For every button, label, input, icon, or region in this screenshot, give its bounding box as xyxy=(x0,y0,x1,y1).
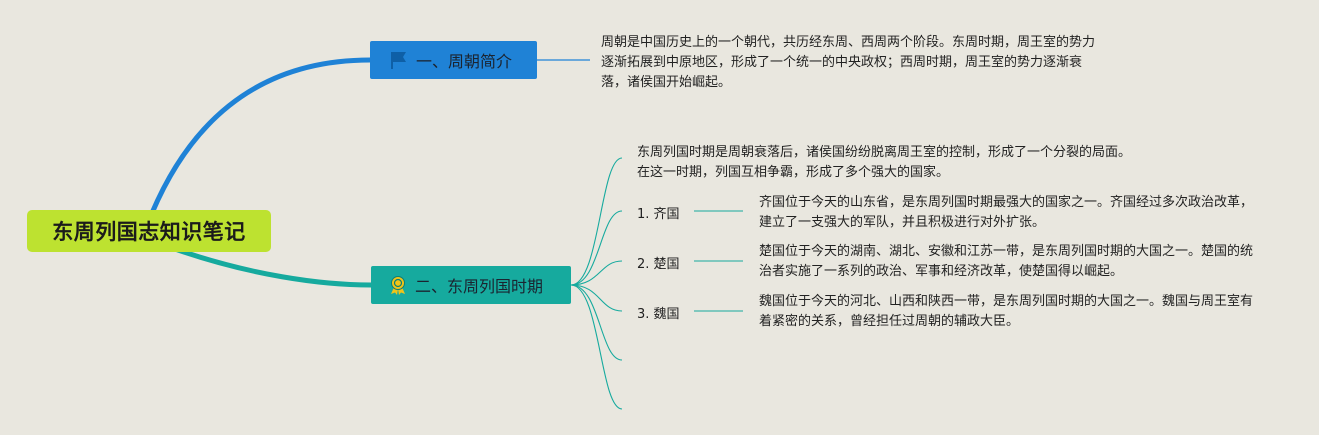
fan-link-empty2 xyxy=(570,284,623,410)
subtopic-qi[interactable]: 1. 齐国 xyxy=(637,207,680,222)
fan-link-item2 xyxy=(570,260,623,286)
root-to-branch2-link xyxy=(172,246,374,288)
item-detail-links xyxy=(694,210,743,312)
award-ribbon-icon xyxy=(391,276,405,295)
subtopic-chu[interactable]: 2. 楚国 xyxy=(637,257,680,272)
root-topic[interactable]: 东周列国志知识笔记 xyxy=(27,210,271,252)
branch-label: 一、周朝简介 xyxy=(416,52,513,71)
flag-icon xyxy=(391,52,406,69)
zhou-intro-description: 周朝是中国历史上的一个朝代，共历经东周、西周两个阶段。东周时期，周王室的势力逐渐… xyxy=(601,35,1096,90)
fan-link-empty1 xyxy=(570,284,623,361)
branch2-fan-links xyxy=(570,157,623,410)
fan-link-desc xyxy=(570,157,623,286)
fan-link-item1 xyxy=(570,210,623,286)
fan-link-item3 xyxy=(570,284,623,312)
root-to-branch1-link xyxy=(149,57,373,216)
branch-label: 二、东周列国时期 xyxy=(415,277,544,296)
subtopic-wei[interactable]: 3. 魏国 xyxy=(637,307,680,322)
eastern-zhou-description: 东周列国时期是周朝衰落后，诸侯国纷纷脱离周王室的控制，形成了一个分裂的局面。在这… xyxy=(637,145,1132,180)
qi-detail: 齐国位于今天的山东省，是东周列国时期最强大的国家之一。齐国经过多次政治改革，建立… xyxy=(759,195,1254,230)
branch-zhou-intro[interactable]: 一、周朝简介 xyxy=(370,41,537,79)
chu-detail: 楚国位于今天的湖南、湖北、安徽和江苏一带，是东周列国时期的大国之一。楚国的统治者… xyxy=(759,244,1254,279)
root-title: 东周列国志知识笔记 xyxy=(52,220,246,244)
wei-detail: 魏国位于今天的河北、山西和陕西一带，是东周列国时期的大国之一。魏国与周王室有着紧… xyxy=(759,294,1254,329)
branch-eastern-zhou-states[interactable]: 二、东周列国时期 xyxy=(371,266,571,304)
